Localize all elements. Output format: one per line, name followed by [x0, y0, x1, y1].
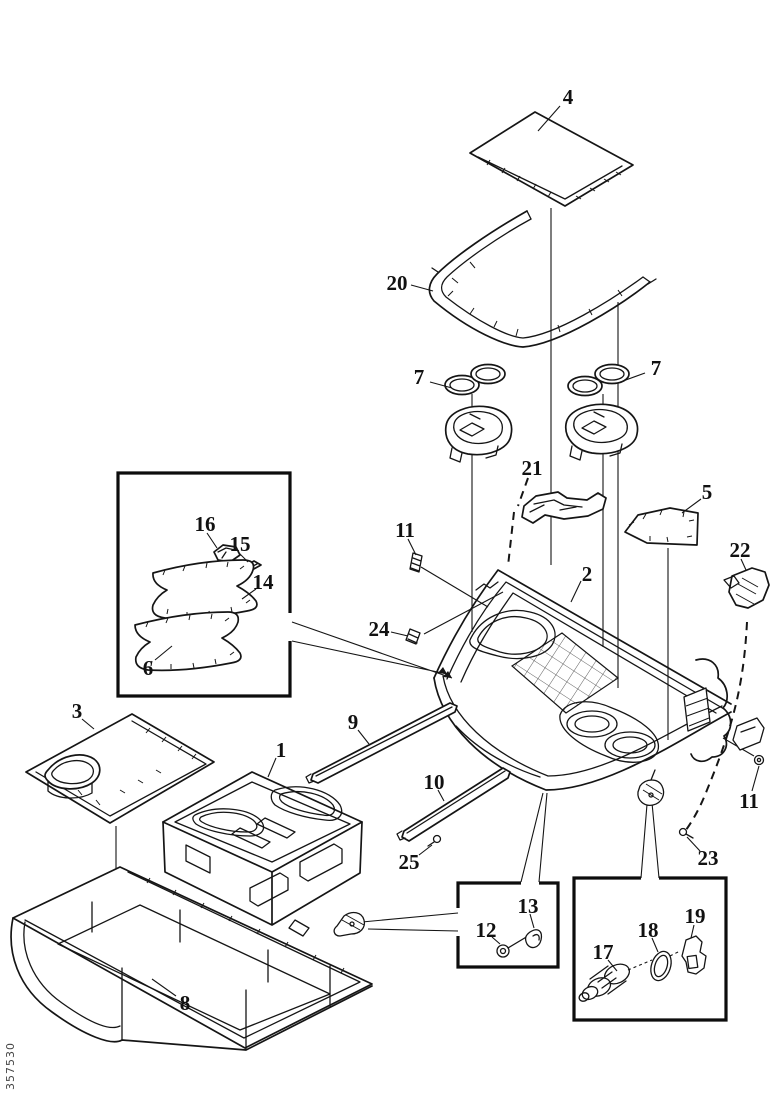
callout-number: 5 [702, 480, 713, 504]
cupholder-part-7-left [444, 363, 513, 463]
callout-number: 15 [230, 532, 251, 556]
callout-leader [751, 765, 760, 792]
callout-leader [607, 959, 618, 972]
callout-leader [681, 498, 702, 514]
callout-number: 14 [253, 570, 275, 594]
screw-part-23 [678, 827, 694, 839]
callout-number: 7 [651, 356, 662, 380]
callout-leader [491, 936, 501, 945]
drawer-part-8 [10, 866, 373, 1051]
figure-code: 357530 [4, 1042, 17, 1090]
callout-leader [529, 913, 535, 929]
inset-box-a [116, 471, 292, 698]
callout-number: 11 [739, 789, 759, 813]
lid-part-3 [25, 713, 215, 824]
cupholder-part-7-right [564, 363, 639, 461]
callout-leader [740, 558, 747, 571]
callout-number: 13 [518, 894, 539, 918]
panel-part-4 [469, 111, 634, 207]
callout-leader [429, 381, 453, 389]
callout-leader [151, 978, 177, 997]
console-frame-part-1 [162, 771, 366, 937]
callout-number: 4 [563, 85, 574, 109]
screw-part-11-left [409, 552, 423, 573]
callout-leader [570, 580, 582, 603]
callout-number: 1 [276, 738, 287, 762]
callout-leader [206, 532, 218, 549]
screw-part-11-right [753, 754, 765, 766]
callout-number: 12 [476, 918, 497, 942]
inset-box-c [572, 876, 728, 1022]
callout-leader [418, 844, 433, 856]
callout-leader [237, 551, 249, 563]
clip-part-16 [213, 544, 241, 563]
callout-number: 7 [414, 365, 425, 389]
ring-part-18 [650, 950, 672, 982]
callout-leader [651, 937, 659, 953]
callout-number: 25 [399, 850, 420, 874]
mat-part-5 [624, 507, 699, 546]
callout-number: 22 [730, 538, 751, 562]
plate-part-6 [134, 611, 242, 672]
callout-number: 9 [348, 710, 359, 734]
callout-number: 8 [180, 991, 191, 1015]
callout-number: 2 [582, 562, 593, 586]
screw-part-25 [427, 834, 442, 847]
callout-number: 24 [369, 617, 391, 641]
callout-number: 6 [143, 656, 154, 680]
callout-number: 16 [195, 512, 216, 536]
bracket-part-21 [521, 491, 607, 524]
callout-number: 21 [522, 456, 543, 480]
rail-part-9 [305, 702, 458, 784]
clip-part-13 [524, 929, 543, 949]
callout-leader [410, 284, 434, 292]
bracket-part-22 [723, 567, 770, 609]
socket-part-17 [578, 963, 631, 1002]
callout-number: 23 [698, 846, 719, 870]
rail-part-10 [396, 767, 511, 842]
screw-part-24 [405, 628, 421, 645]
callout-leader [357, 729, 370, 745]
callout-leader [154, 645, 173, 661]
callout-number: 20 [387, 271, 408, 295]
callout-number: 19 [685, 904, 706, 928]
screw-part-12 [496, 935, 529, 958]
callout-leader [537, 105, 561, 132]
callout-leader [267, 757, 277, 778]
callout-number: 17 [593, 940, 614, 964]
callout-leader [686, 836, 701, 852]
callout-leader [622, 372, 646, 382]
callout-leader [241, 588, 257, 600]
plate-part-14 [151, 559, 258, 620]
console-body-part-2 [433, 569, 765, 806]
callout-number: 10 [424, 770, 445, 794]
callout-leader [81, 718, 95, 730]
trim-frame-part-20 [428, 210, 657, 348]
callout-leader [407, 538, 417, 556]
callout-number: 18 [638, 918, 659, 942]
callout-leader [437, 789, 445, 802]
bracket-part-19 [681, 935, 707, 975]
callout-number: 11 [395, 518, 415, 542]
callout-leader [390, 631, 409, 637]
callout-leader [690, 924, 695, 939]
inset-box-b [456, 881, 560, 969]
callout-number: 3 [72, 699, 83, 723]
